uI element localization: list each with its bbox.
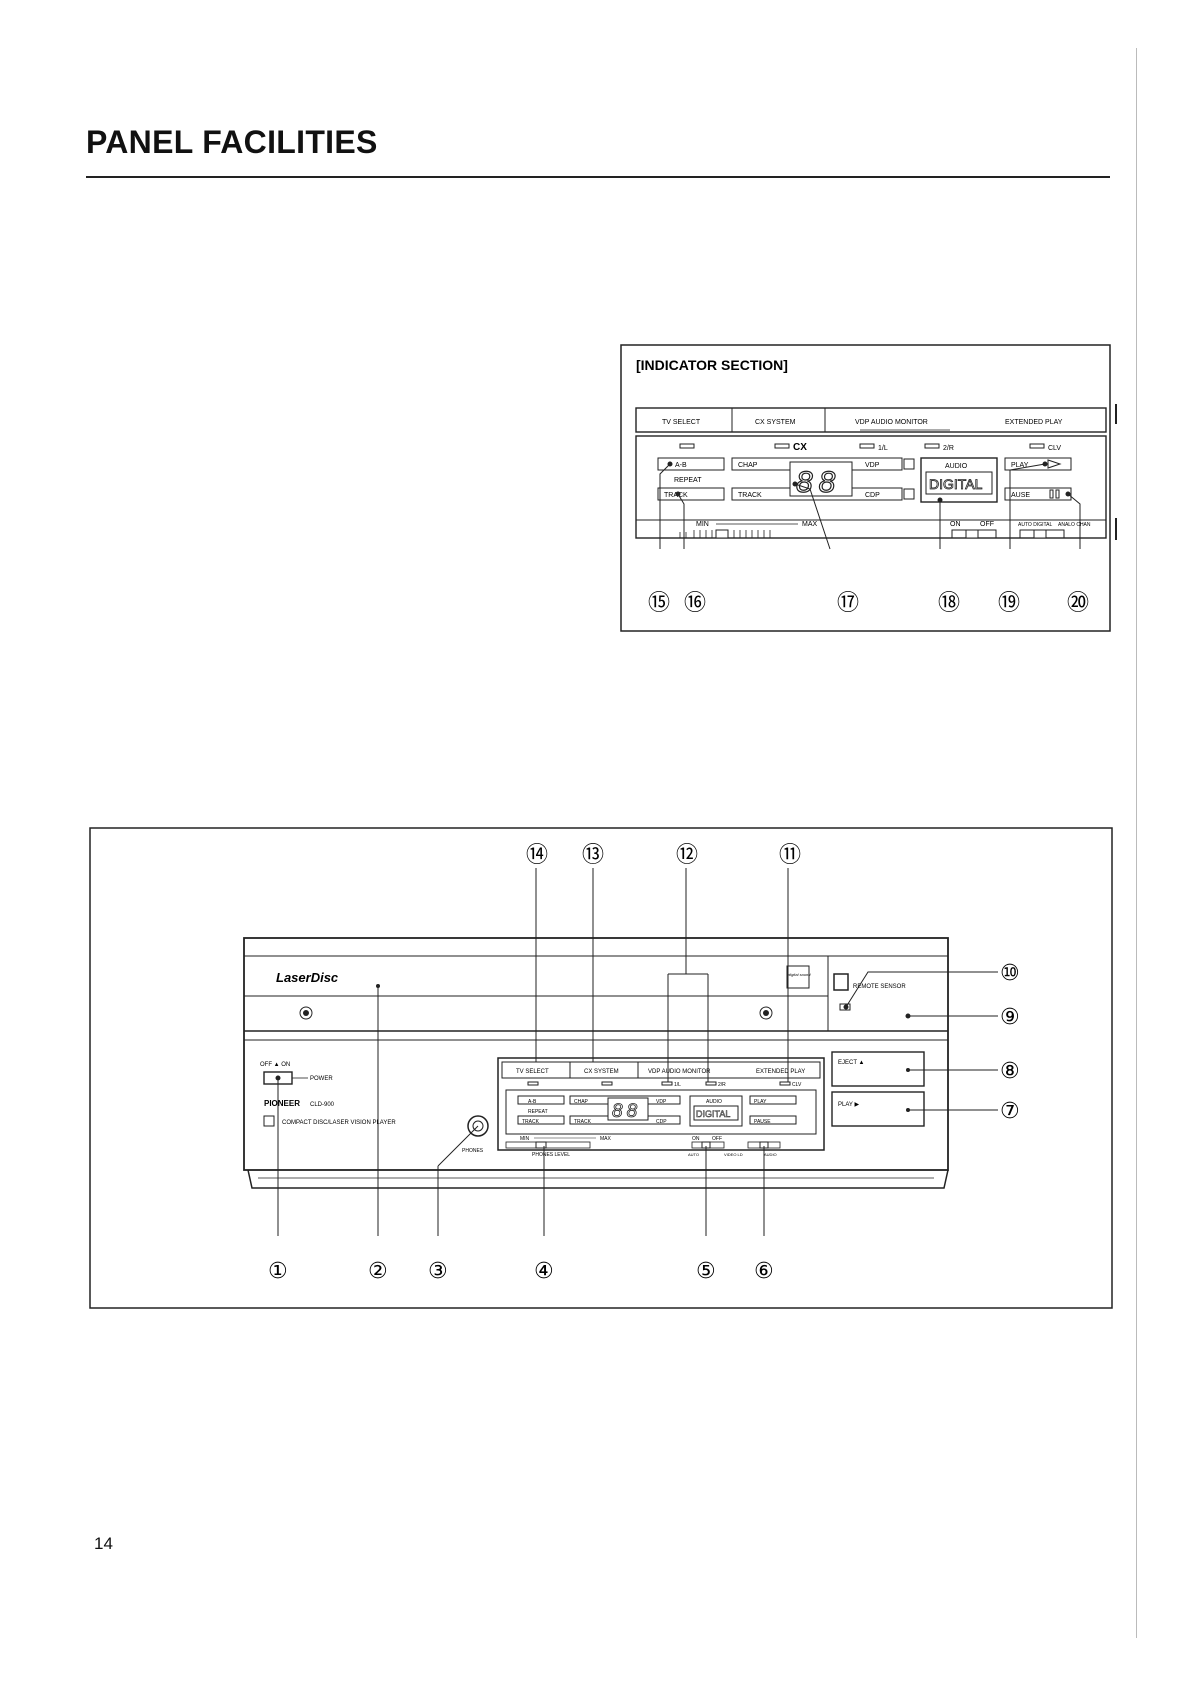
- fp-max: MAX: [600, 1136, 612, 1142]
- ind-off: OFF: [980, 521, 994, 528]
- callout-15: ⑮: [648, 590, 670, 615]
- ind-repeat: REPEAT: [674, 477, 702, 484]
- brand-name: PIONEER: [264, 1099, 300, 1108]
- power-label: POWER: [310, 1076, 333, 1082]
- ind-on: ON: [950, 521, 961, 528]
- fp-cdp: CDP: [656, 1119, 667, 1125]
- front-panel-figure: ⑭ ⑬ ⑫ ⑪ LaserDisc digital sound REMOTE S…: [89, 827, 1113, 1309]
- callout-20: ⑳: [1067, 590, 1089, 615]
- fp-video: VIDEO LD: [724, 1152, 743, 1157]
- remote-sensor-label: REMOTE SENSOR: [853, 984, 906, 990]
- fp-track: TRACK: [574, 1119, 592, 1125]
- fp-ch1: 1/L: [674, 1082, 681, 1088]
- callout-19: ⑲: [998, 590, 1020, 615]
- ind-extended-play: EXTENDED PLAY: [1005, 419, 1063, 426]
- callout-14: ⑭: [526, 842, 548, 867]
- fp-digital: DIGITAL: [696, 1109, 730, 1119]
- digital-sound-logo: digital sound: [788, 972, 811, 977]
- callout-3: ③: [428, 1258, 448, 1283]
- ind-auto-digital: AUTO DIGITAL: [1018, 522, 1052, 528]
- ind-cx-badge: CX: [793, 442, 807, 453]
- callout-7: ⑦: [1000, 1098, 1020, 1123]
- callout-6: ⑥: [754, 1258, 774, 1283]
- page-number: 14: [94, 1534, 113, 1553]
- fp-phones-level: PHONES LEVEL: [532, 1152, 570, 1158]
- fp-clv: CLV: [792, 1082, 802, 1088]
- phones-label: PHONES: [462, 1148, 484, 1154]
- player-desc: COMPACT DISC/LASER VISION PLAYER: [282, 1120, 396, 1126]
- callout-1: ①: [268, 1258, 288, 1283]
- callout-10: ⑩: [1000, 960, 1020, 985]
- ind-track: TRACK: [738, 492, 762, 499]
- callout-13: ⑬: [582, 842, 604, 867]
- ind-chap: CHAP: [738, 462, 758, 469]
- fp-pause: PAUSE: [754, 1119, 771, 1125]
- fp-min: MIN: [520, 1136, 530, 1142]
- indicator-section-figure: [INDICATOR SECTION] TV SELECT CX SYSTEM …: [620, 344, 1117, 632]
- fp-ch2: 2/R: [718, 1082, 726, 1088]
- callout-11: ⑪: [779, 842, 801, 867]
- indicator-heading: [INDICATOR SECTION]: [636, 357, 788, 373]
- callout-16: ⑯: [684, 590, 706, 615]
- fp-repeat: REPEAT: [528, 1109, 548, 1115]
- ind-tv-select: TV SELECT: [662, 419, 701, 426]
- fp-digits: 88: [612, 1101, 641, 1122]
- fp-chap: CHAP: [574, 1099, 589, 1105]
- ind-ch2: 2/R: [943, 445, 954, 452]
- ind-digital: DIGITAL: [929, 476, 983, 492]
- callout-8: ⑧: [1000, 1058, 1020, 1083]
- callout-17: ⑰: [837, 590, 859, 615]
- fp-off: OFF: [712, 1136, 722, 1142]
- callout-12: ⑫: [676, 842, 698, 867]
- fp-audio-sel: AUDIO: [764, 1152, 777, 1157]
- fp-audio: AUDIO: [706, 1099, 722, 1105]
- eject-label: EJECT ▲: [838, 1060, 865, 1066]
- callout-2: ②: [368, 1258, 388, 1283]
- fp-auto: AUTO: [688, 1152, 699, 1157]
- ind-pause: AUSE: [1011, 492, 1030, 499]
- fp-tv-select: TV SELECT: [516, 1069, 549, 1075]
- ind-ab: A-B: [675, 462, 687, 469]
- title-rule: [86, 176, 1110, 178]
- ind-cx-system: CX SYSTEM: [755, 419, 796, 426]
- ind-max: MAX: [802, 521, 818, 528]
- fp-vdp: VDP: [656, 1099, 667, 1105]
- ind-min: MIN: [696, 521, 709, 528]
- ind-clv: CLV: [1048, 445, 1061, 452]
- page-title: PANEL FACILITIES: [86, 124, 378, 160]
- ind-cdp: CDP: [865, 492, 880, 499]
- fp-play: PLAY: [754, 1099, 767, 1105]
- fp-track-repeat: TRACK: [522, 1119, 540, 1125]
- ind-vdp-audio-monitor: VDP AUDIO MONITOR: [855, 419, 928, 426]
- callout-4: ④: [534, 1258, 554, 1283]
- callout-18: ⑱: [938, 590, 960, 615]
- fp-extended-play: EXTENDED PLAY: [756, 1069, 805, 1075]
- page-edge-rule: [1136, 48, 1137, 1638]
- ind-vdp: VDP: [865, 462, 880, 469]
- ind-analog: ANALO CHAN: [1058, 522, 1091, 528]
- laserdisc-logo: LaserDisc: [276, 970, 339, 985]
- fp-on: ON: [692, 1136, 700, 1142]
- fp-vdp-audio-monitor: VDP AUDIO MONITOR: [648, 1069, 711, 1075]
- fp-cx-system: CX SYSTEM: [584, 1069, 619, 1075]
- model-name: CLD-900: [310, 1102, 335, 1108]
- ind-play: PLAY: [1011, 462, 1029, 469]
- callout-9: ⑨: [1000, 1004, 1020, 1029]
- callout-5: ⑤: [696, 1258, 716, 1283]
- ind-digits: 88: [796, 466, 841, 499]
- play-button-label: PLAY ▶: [838, 1102, 859, 1108]
- power-switch-label: OFF ▲ ON: [260, 1062, 290, 1068]
- ind-audio: AUDIO: [945, 463, 968, 470]
- fp-ab: A-B: [528, 1099, 537, 1105]
- ind-ch1: 1/L: [878, 445, 888, 452]
